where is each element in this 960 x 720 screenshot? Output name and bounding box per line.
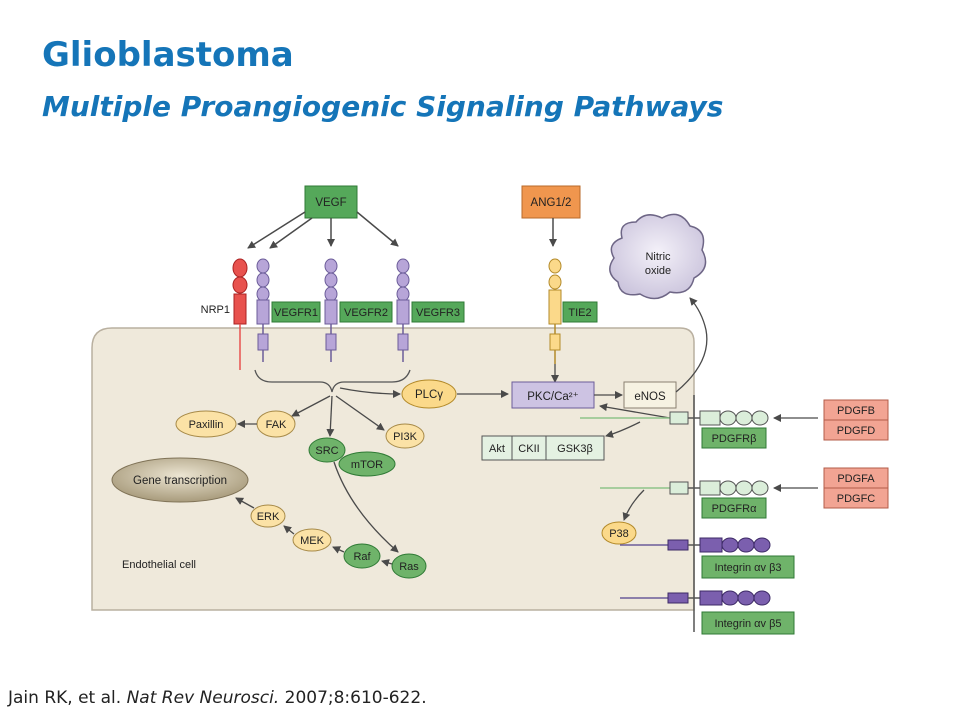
plcg-node (401, 379, 457, 409)
citation-authors: Jain RK, et al. (8, 688, 122, 708)
nitric-oxide-cloud (609, 213, 707, 300)
akt-label: Akt (489, 443, 505, 455)
pdgfra-receptor (600, 480, 769, 496)
pdgfra-tag (701, 497, 767, 519)
paxillin-node (175, 410, 237, 438)
src-node (308, 437, 346, 463)
arrow-pdgfrb-pkc (599, 403, 671, 419)
mek-label: MEK (300, 535, 325, 547)
integrin-b5-label: Integrin αv β5 (714, 618, 781, 630)
arrow-enos-nitric (675, 297, 708, 393)
nitric-oxide-label-2: oxide (645, 265, 671, 277)
citation-journal: Nat Rev Neurosci. (126, 688, 280, 708)
vegfr2-receptor (324, 258, 338, 362)
pdgfrb-receptor (580, 410, 769, 426)
raf-node (343, 543, 381, 569)
tie2-receptor (548, 258, 562, 364)
arrow-pdgfra-p38 (622, 489, 645, 521)
nrp1-label: NRP1 (201, 304, 230, 316)
vegfr1-receptor (256, 258, 270, 362)
pkc-label: PKC/Ca²⁺ (527, 391, 578, 403)
arrow-raf-mek (332, 546, 345, 554)
integrin-b5-receptor (620, 590, 771, 606)
arrow-erk-gene (235, 497, 255, 509)
fak-label: FAK (266, 419, 287, 431)
mtor-node (338, 451, 396, 477)
vegfr1-tag (271, 301, 321, 323)
gsk3b-node (545, 435, 605, 461)
nitric-oxide-label-1: Nitric (645, 251, 671, 263)
vegf-arrow-nrp1 (247, 211, 306, 249)
gene-transcription-node (111, 457, 249, 503)
vegfr-bracket (254, 369, 411, 393)
nrp1-receptor (232, 258, 248, 370)
arrow-to-plcg (339, 387, 401, 398)
ras-label: Ras (399, 561, 419, 573)
pdgfrb-label: PDGFRβ (712, 433, 757, 445)
akt-node (481, 435, 513, 461)
endothelial-cell-label: Endothelial cell (122, 559, 196, 571)
pdgfb-label: PDGFB (837, 405, 875, 417)
integrin-b3-tag (701, 555, 795, 579)
p38-label: P38 (609, 528, 629, 540)
integrin-b5-tag (701, 611, 795, 635)
ras-node (391, 553, 427, 579)
erk-node (250, 504, 286, 528)
vegf-arrow-vegfr3 (356, 211, 399, 247)
pdgfc-label: PDGFC (837, 493, 876, 505)
vegfr1-label: VEGFR1 (274, 307, 318, 319)
p38-node (601, 521, 637, 545)
slide-subtitle: Multiple Proangiogenic Signaling Pathway… (42, 90, 724, 123)
arrow-to-src (326, 395, 335, 437)
pi3k-node (385, 423, 425, 449)
vegf-label: VEGF (315, 197, 346, 209)
arrow-ras-raf (381, 559, 393, 567)
enos-node (623, 381, 677, 409)
vegf-arrow-vegfr1 (269, 217, 313, 249)
mtor-label: mTOR (351, 459, 383, 471)
pdgfa-label: PDGFA (837, 473, 875, 485)
citation: Jain RK, et al. Nat Rev Neurosci. 2007;8… (8, 688, 427, 708)
arrow-to-pi3k (335, 395, 385, 431)
pdgfd-box (823, 419, 889, 441)
arrow-to-fak (291, 395, 331, 417)
vegfr2-label: VEGFR2 (344, 307, 388, 319)
src-label: SRC (315, 445, 338, 457)
arrow-mek-erk (283, 525, 295, 535)
vegfr3-receptor (396, 258, 410, 362)
vegfr2-tag (339, 301, 393, 323)
integrin-b3-receptor (620, 537, 771, 553)
enos-label: eNOS (634, 391, 666, 403)
tie2-label: TIE2 (568, 307, 591, 319)
pi3k-label: PI3K (393, 431, 418, 443)
integrin-b3-label: Integrin αv β3 (714, 562, 781, 574)
ang-label: ANG1/2 (531, 197, 572, 209)
ckii-label: CKII (518, 443, 539, 455)
vegfr3-label: VEGFR3 (416, 307, 460, 319)
citation-details: 2007;8:610-622. (284, 688, 427, 708)
pdgfra-label: PDGFRα (712, 503, 758, 515)
raf-label: Raf (353, 551, 371, 563)
arrow-pdgfrb-akt (605, 421, 641, 438)
slide-title: Glioblastoma (42, 35, 294, 75)
ang-box (521, 185, 581, 219)
paxillin-label: Paxillin (189, 419, 224, 431)
erk-label: ERK (257, 511, 280, 523)
ckii-node (511, 435, 547, 461)
plcg-label: PLCγ (415, 389, 443, 401)
pdgfrb-tag (701, 427, 767, 449)
tie2-tag (562, 301, 598, 323)
gsk3b-label: GSK3β (557, 443, 593, 455)
pkc-node (511, 381, 595, 409)
vegfr3-tag (411, 301, 465, 323)
mek-node (292, 528, 332, 552)
pdgfd-label: PDGFD (837, 425, 876, 437)
gene-transcription-label: Gene transcription (133, 475, 227, 487)
pdgfc-box (823, 487, 889, 509)
arrow-src-ras (333, 461, 399, 553)
